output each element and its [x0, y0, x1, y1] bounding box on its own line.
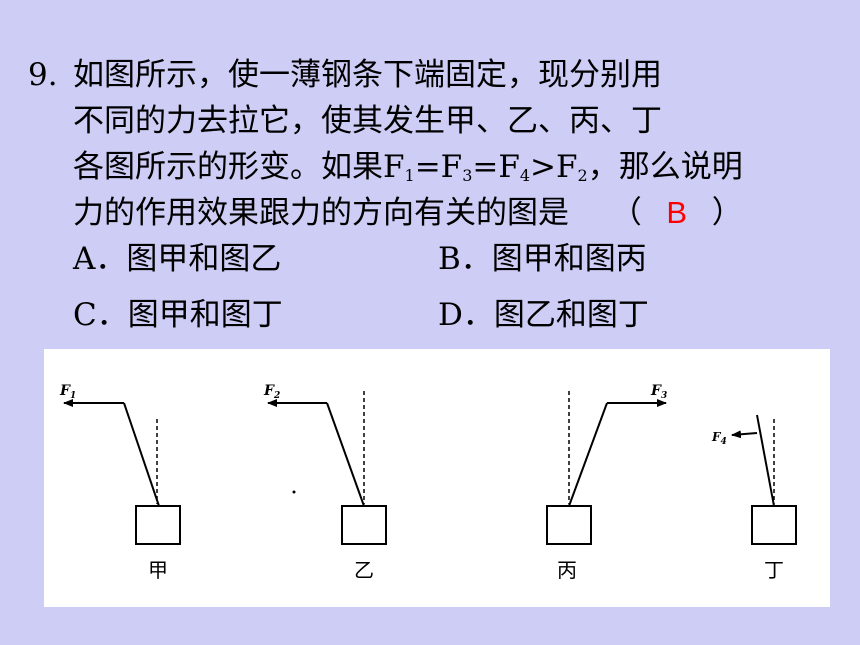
- panel-ding: F4 丁: [711, 414, 797, 582]
- answer-options: A．图甲和图乙 B．图甲和图丙 C．图甲和图丁 D．图乙和图丁: [73, 236, 803, 348]
- question-number: 9.: [28, 57, 58, 93]
- speck: [292, 490, 296, 494]
- steel-strip: [568, 402, 608, 507]
- option-d: D．图乙和图丁: [438, 297, 649, 333]
- steel-strip: [326, 402, 365, 507]
- base-block: [751, 505, 797, 545]
- panel-jia: F1 甲: [59, 383, 181, 582]
- base-block: [546, 505, 592, 545]
- question-text: 9.如图所示，使一薄钢条下端固定，现分别用 不同的力去拉它，使其发生甲、乙、丙、…: [28, 52, 848, 236]
- option-b: B．图甲和图丙: [438, 241, 647, 277]
- panel-yi: F2 乙: [263, 383, 387, 582]
- question-line-4: 力的作用效果跟力的方向有关的图是 （B）: [28, 190, 848, 236]
- steel-strip-figure: F1 甲 F2 乙 F3 丙 F4 丁: [44, 349, 830, 607]
- question-line-3: 各图所示的形变。如果F1=F3=F4>F2，那么说明: [73, 149, 743, 185]
- panel-bing: F3 丙: [546, 383, 667, 582]
- force-label: F4: [711, 430, 727, 447]
- paren-open: （: [610, 195, 642, 231]
- question-line-2: 不同的力去拉它，使其发生甲、乙、丙、丁: [73, 103, 662, 139]
- answer-mark: B: [666, 195, 688, 230]
- paren-close: ）: [711, 195, 743, 231]
- base-block: [135, 505, 181, 545]
- force-label: F3: [650, 383, 667, 401]
- steel-strip: [756, 414, 775, 507]
- option-c: C．图甲和图丁: [73, 297, 283, 333]
- figure-svg: F1 甲 F2 乙 F3 丙 F4 丁: [59, 383, 797, 582]
- steel-strip: [123, 402, 160, 507]
- panel-caption: 乙: [354, 558, 374, 582]
- force-arrow: [731, 430, 758, 439]
- force-label: F1: [59, 383, 76, 401]
- base-block: [341, 505, 387, 545]
- option-a: A．图甲和图乙: [73, 241, 282, 277]
- question-line-1: 9.如图所示，使一薄钢条下端固定，现分别用: [28, 52, 848, 98]
- panel-caption: 甲: [148, 558, 168, 582]
- force-label: F2: [263, 383, 280, 401]
- panel-caption: 丁: [764, 558, 784, 582]
- panel-caption: 丙: [557, 558, 577, 582]
